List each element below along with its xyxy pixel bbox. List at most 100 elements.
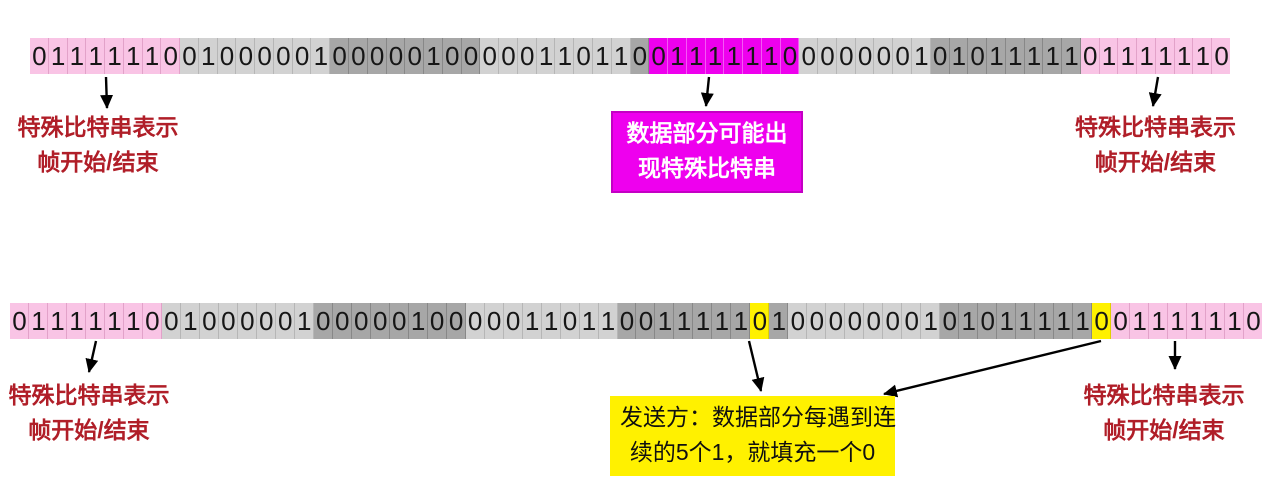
bit-cell-dark: 0 <box>968 38 988 74</box>
bit-cell-pink: 1 <box>105 38 124 74</box>
data-note-line1: 数据部分可能出 <box>626 120 788 146</box>
bit-cell-pink: 1 <box>67 38 87 74</box>
bit-cell-pink: 1 <box>1168 303 1188 339</box>
bit-cell-light: 0 <box>893 38 912 74</box>
bit-cell-light: 0 <box>256 303 276 339</box>
bit-cell-dark: 1 <box>693 303 713 339</box>
data-flag-collision-note: 数据部分可能出 现特殊比特串 <box>611 111 803 193</box>
bit-cell-pink: 1 <box>1193 38 1213 74</box>
bit-cell-dark: 1 <box>424 38 443 74</box>
bit-cell-light: 0 <box>902 303 922 339</box>
bit-cell-light: 1 <box>541 303 561 339</box>
bit-cell-light: 0 <box>503 303 523 339</box>
bit-cell-pink: 0 <box>1111 303 1131 339</box>
sender-note-line2: 续的5个1，就填充一个0 <box>629 439 876 465</box>
bit-cell-dark: 0 <box>636 303 656 339</box>
bit-cell-pink: 1 <box>1118 38 1138 74</box>
bit-cell-yellow: 0 <box>1092 303 1112 339</box>
bit-cell-dark: 1 <box>949 38 969 74</box>
data-note-line2: 现特殊比特串 <box>638 155 776 181</box>
bit-cell-dark: 0 <box>389 303 409 339</box>
flag-note-bottom-left: 特殊比特串表示 帧开始/结束 <box>0 378 178 448</box>
flag-note-line2: 帧开始/结束 <box>1094 149 1217 175</box>
bit-cell-dark: 1 <box>1016 303 1036 339</box>
bit-cell-pink: 1 <box>142 38 162 74</box>
bit-cell-dark: 0 <box>442 38 462 74</box>
bit-cell-light: 1 <box>555 38 575 74</box>
bit-cell-magenta: 1 <box>743 38 762 74</box>
bit-cell-pink: 1 <box>47 303 67 339</box>
bit-cell-dark: 1 <box>674 303 694 339</box>
bit-cell-light: 1 <box>180 303 200 339</box>
bit-cell-light: 0 <box>883 303 903 339</box>
bit-cell-pink: 0 <box>30 38 49 74</box>
bit-cell-pink: 1 <box>85 303 105 339</box>
bit-cell-dark: 1 <box>987 38 1006 74</box>
bit-cell-light: 0 <box>236 38 256 74</box>
bit-cell-light: 1 <box>579 303 599 339</box>
bit-cell-dark: 0 <box>405 38 425 74</box>
flag-note-line1: 特殊比特串表示 <box>8 382 170 408</box>
bit-cell-pink: 1 <box>104 303 124 339</box>
bit-cell-dark: 1 <box>1005 38 1025 74</box>
bit-cell-pink: 1 <box>1155 38 1175 74</box>
bit-cell-dark: 1 <box>712 303 732 339</box>
bit-cell-pink: 0 <box>1212 38 1230 74</box>
bit-cell-magenta: 0 <box>649 38 669 74</box>
bit-cell-dark: 1 <box>959 303 979 339</box>
bit-cell-dark: 0 <box>367 38 387 74</box>
bit-cell-dark: 1 <box>1035 303 1055 339</box>
bit-cell-pink: 1 <box>1149 303 1169 339</box>
bit-cell-light: 0 <box>217 38 237 74</box>
bit-cell-light: 1 <box>522 303 542 339</box>
arrow-top-left-flag <box>100 76 114 109</box>
bit-cell-light: 0 <box>560 303 580 339</box>
arrow-stuffed-bit-2 <box>883 339 1102 398</box>
arrow-stuffed-bit-1 <box>747 340 765 392</box>
bit-cell-dark: 1 <box>1054 303 1074 339</box>
bit-cell-dark: 0 <box>930 38 950 74</box>
bit-cell-pink: 1 <box>66 303 86 339</box>
flag-note-line2: 帧开始/结束 <box>37 149 159 175</box>
flag-note-line2: 帧开始/结束 <box>28 417 150 443</box>
bit-cell-light: 0 <box>465 303 485 339</box>
sender-stuffing-note: 发送方：数据部分每遇到连 续的5个1，就填充一个0 <box>610 396 896 476</box>
bit-cell-light: 1 <box>911 38 931 74</box>
bit-cell-dark: 1 <box>997 303 1017 339</box>
bit-cell-pink: 1 <box>123 303 143 339</box>
bit-cell-light: 0 <box>218 303 238 339</box>
bit-cell-magenta: 1 <box>761 38 781 74</box>
bit-cell-light: 0 <box>484 303 504 339</box>
bit-cell-light: 0 <box>788 303 808 339</box>
bit-cell-light: 0 <box>574 38 593 74</box>
sender-note-line1: 发送方：数据部分每遇到连 <box>620 404 896 430</box>
bit-cell-pink: 0 <box>161 38 181 74</box>
bit-cell-dark: 1 <box>655 303 675 339</box>
bit-cell-light: 1 <box>611 38 631 74</box>
bit-cell-dark: 0 <box>427 303 447 339</box>
bit-cell-light: 0 <box>855 38 875 74</box>
bit-cell-pink: 0 <box>1080 38 1100 74</box>
bit-cell-pink: 1 <box>1225 303 1244 339</box>
bit-cell-dark: 0 <box>461 38 481 74</box>
bit-cell-light: 0 <box>836 38 856 74</box>
bit-cell-pink: 0 <box>142 303 162 339</box>
bit-cell-light: 0 <box>273 38 293 74</box>
bit-cell-light: 0 <box>864 303 884 339</box>
flag-note-line1: 特殊比特串表示 <box>17 114 179 140</box>
bit-cell-dark: 0 <box>349 38 368 74</box>
flag-note-bottom-right: 特殊比特串表示 帧开始/结束 <box>1073 378 1255 448</box>
bit-cell-magenta: 1 <box>668 38 687 74</box>
bit-cell-light: 0 <box>799 38 819 74</box>
bit-cell-dark: 0 <box>313 303 333 339</box>
bit-cell-light: 0 <box>199 303 219 339</box>
bit-cell-light: 1 <box>294 303 314 339</box>
bit-cell-dark: 0 <box>630 38 650 74</box>
bit-cell-pink: 0 <box>1243 303 1262 339</box>
bit-cell-light: 1 <box>536 38 556 74</box>
flag-note-line2: 帧开始/结束 <box>1103 417 1225 443</box>
bit-cell-light: 0 <box>480 38 500 74</box>
bit-cell-dark: 1 <box>1024 38 1044 74</box>
bit-cell-dark: 1 <box>1043 38 1063 74</box>
